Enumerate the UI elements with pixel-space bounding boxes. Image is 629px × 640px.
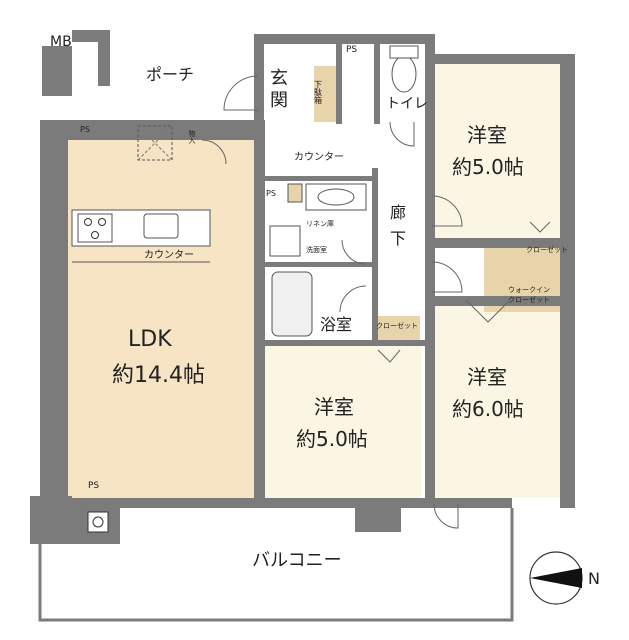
room-name: LDK — [128, 327, 172, 352]
toilet-tank — [389, 45, 419, 59]
room-name: 洋室 — [467, 123, 507, 147]
counter-label: カウンター — [294, 151, 344, 163]
western-room-bottom-floor — [265, 345, 421, 498]
walls — [30, 30, 575, 544]
balcony-outline — [38, 508, 514, 622]
balcony-drain — [87, 511, 109, 533]
ps-label: PS — [266, 189, 276, 198]
porch-label: ポーチ — [146, 65, 194, 84]
shoebox-label: 下駄箱 — [314, 80, 323, 105]
closet-bath-floor — [372, 316, 420, 344]
room-name: 洋室 — [467, 365, 507, 389]
compass-icon — [529, 551, 583, 605]
hood-cross — [137, 125, 173, 161]
linen-label: リネン庫 — [306, 219, 334, 228]
room-name: 洋室 — [314, 395, 354, 419]
ps-label: PS — [80, 125, 90, 134]
western-room-right-floor — [432, 304, 564, 498]
shoebox-floor — [314, 66, 336, 122]
western-room-top-floor — [432, 64, 564, 240]
wic-label: クローゼット — [508, 295, 550, 304]
closet-label: クローゼット — [376, 321, 418, 330]
ps-label: PS — [346, 45, 357, 55]
hall-counter — [287, 183, 303, 203]
hallway-label: 下 — [390, 229, 406, 248]
balcony-label: バルコニー — [252, 550, 342, 571]
kitchen-sink — [143, 213, 179, 239]
entrance-label: 玄 — [270, 68, 288, 89]
closet-label: クローゼット — [526, 245, 568, 254]
entrance-label: 関 — [270, 90, 288, 111]
kitchen-counter-label: カウンター — [144, 249, 194, 261]
bathtub — [271, 271, 313, 337]
toilet-bowl — [391, 55, 417, 93]
kitchen-stove — [77, 213, 113, 243]
burner-icon — [98, 218, 106, 226]
storage-label: 物入 — [188, 129, 196, 144]
hallway-label: 廊 — [390, 203, 406, 222]
mb-label: MB — [50, 34, 72, 50]
washing-machine-pan — [269, 225, 301, 257]
doors — [201, 75, 551, 529]
room-size: 約5.0帖 — [452, 155, 524, 179]
range-hood — [137, 125, 173, 161]
wic-label: ウォークイン — [508, 286, 550, 294]
basin-bowl — [317, 188, 355, 206]
room-size: 約5.0帖 — [296, 427, 368, 451]
ps-label: PS — [88, 481, 99, 491]
burner-icon — [91, 231, 99, 239]
toilet-label: トイレ — [386, 96, 428, 112]
ldk-floor — [68, 140, 254, 498]
bath-label: 浴室 — [320, 315, 352, 334]
washroom-label: 洗面室 — [306, 245, 327, 254]
drain-icon — [92, 516, 104, 528]
room-size: 約14.4帖 — [112, 363, 205, 388]
compass-label: N — [588, 569, 600, 588]
burner-icon — [84, 218, 92, 226]
hood-cross — [137, 125, 173, 161]
room-size: 約6.0帖 — [452, 397, 524, 421]
